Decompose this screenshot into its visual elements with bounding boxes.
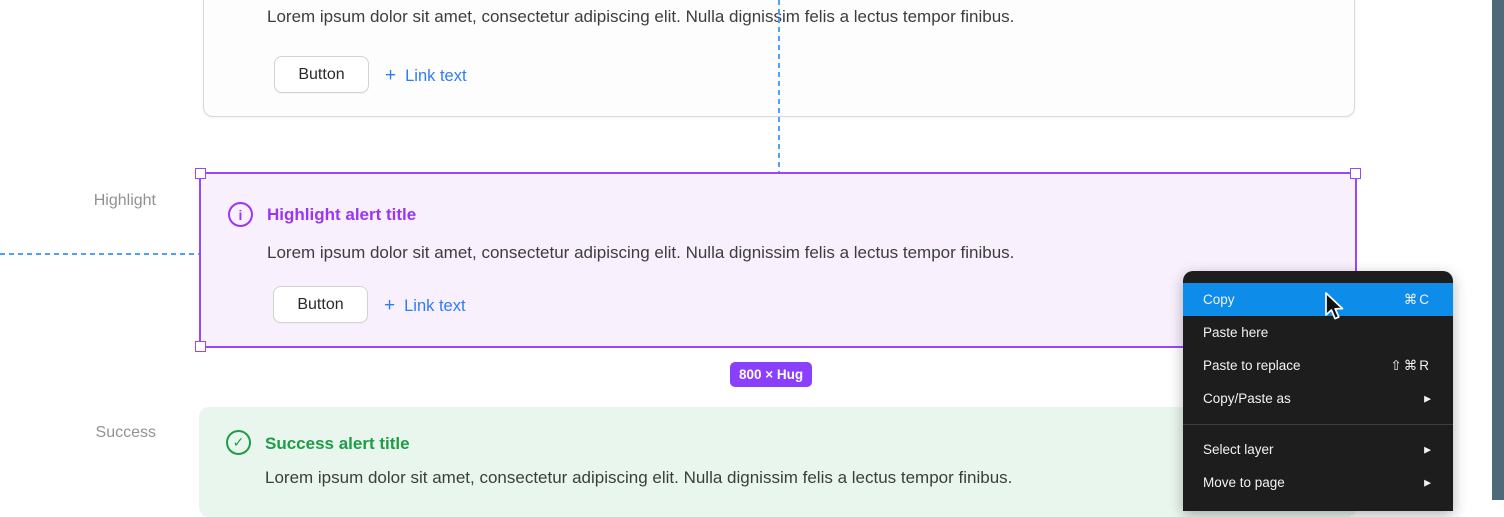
alert-body-text: Lorem ipsum dolor sit amet, consectetur … (267, 243, 1015, 262)
menu-item-move-to-page[interactable]: Move to page ▶ (1183, 466, 1453, 499)
alert-link[interactable]: + Link text (384, 295, 466, 317)
row-label-highlight: Highlight (93, 192, 156, 209)
alert-body-text: Lorem ipsum dolor sit amet, consectetur … (267, 7, 1015, 26)
link-label: Link text (404, 296, 466, 315)
submenu-arrow-icon: ▶ (1424, 444, 1431, 455)
submenu-arrow-icon: ▶ (1424, 393, 1431, 404)
menu-item-label: Copy/Paste as (1203, 391, 1291, 406)
menu-item-label: Select layer (1203, 442, 1274, 457)
horizontal-guide-line (0, 253, 199, 255)
highlight-alert-card[interactable]: i Highlight alert title Lorem ipsum dolo… (195, 168, 1361, 352)
vertical-guide-line (778, 0, 780, 172)
alert-title: Highlight alert title (267, 205, 417, 224)
submenu-arrow-icon: ▶ (1424, 477, 1431, 488)
menu-item-paste-to-replace[interactable]: Paste to replace ⇧⌘R (1183, 349, 1453, 382)
check-icon-glyph: ✓ (232, 434, 245, 450)
plus-icon: + (384, 295, 396, 316)
menu-item-copy-paste-as[interactable]: Copy/Paste as ▶ (1183, 382, 1453, 415)
info-icon-glyph: i (238, 206, 243, 223)
menu-item-select-layer[interactable]: Select layer ▶ (1183, 433, 1453, 466)
context-menu: Copy ⌘C Paste here Paste to replace ⇧⌘R … (1183, 271, 1453, 511)
menu-item-label: Copy (1203, 292, 1235, 307)
menu-separator (1183, 424, 1453, 425)
selection-handle-top-right[interactable] (1350, 168, 1361, 179)
row-label-success: Success (95, 424, 156, 441)
alert-link[interactable]: + Link text (385, 65, 467, 87)
selection-handle-top-left[interactable] (195, 168, 206, 179)
menu-item-copy[interactable]: Copy ⌘C (1183, 283, 1453, 316)
menu-item-paste-here[interactable]: Paste here (1183, 316, 1453, 349)
success-alert-card[interactable]: ✓ Success alert title Lorem ipsum dolor … (199, 407, 1357, 517)
menu-item-label: Paste to replace (1203, 358, 1301, 373)
alert-body-text: Lorem ipsum dolor sit amet, consectetur … (265, 468, 1013, 487)
mouse-cursor-icon (1323, 292, 1349, 327)
info-circle-icon: i (228, 202, 253, 227)
link-label: Link text (405, 66, 467, 85)
menu-shortcut: ⇧⌘R (1390, 357, 1431, 373)
plus-icon: + (385, 65, 397, 86)
menu-item-label: Paste here (1203, 325, 1269, 340)
right-panel-edge (1492, 0, 1504, 500)
alert-title: Success alert title (265, 434, 410, 453)
alert-button[interactable]: Button (274, 56, 369, 93)
selection-size-badge: 800 × Hug (730, 362, 813, 387)
alert-button[interactable]: Button (273, 286, 368, 323)
check-circle-icon: ✓ (226, 430, 251, 455)
menu-shortcut: ⌘C (1403, 291, 1431, 307)
selection-handle-bottom-left[interactable] (195, 341, 206, 352)
menu-item-label: Move to page (1203, 475, 1285, 490)
